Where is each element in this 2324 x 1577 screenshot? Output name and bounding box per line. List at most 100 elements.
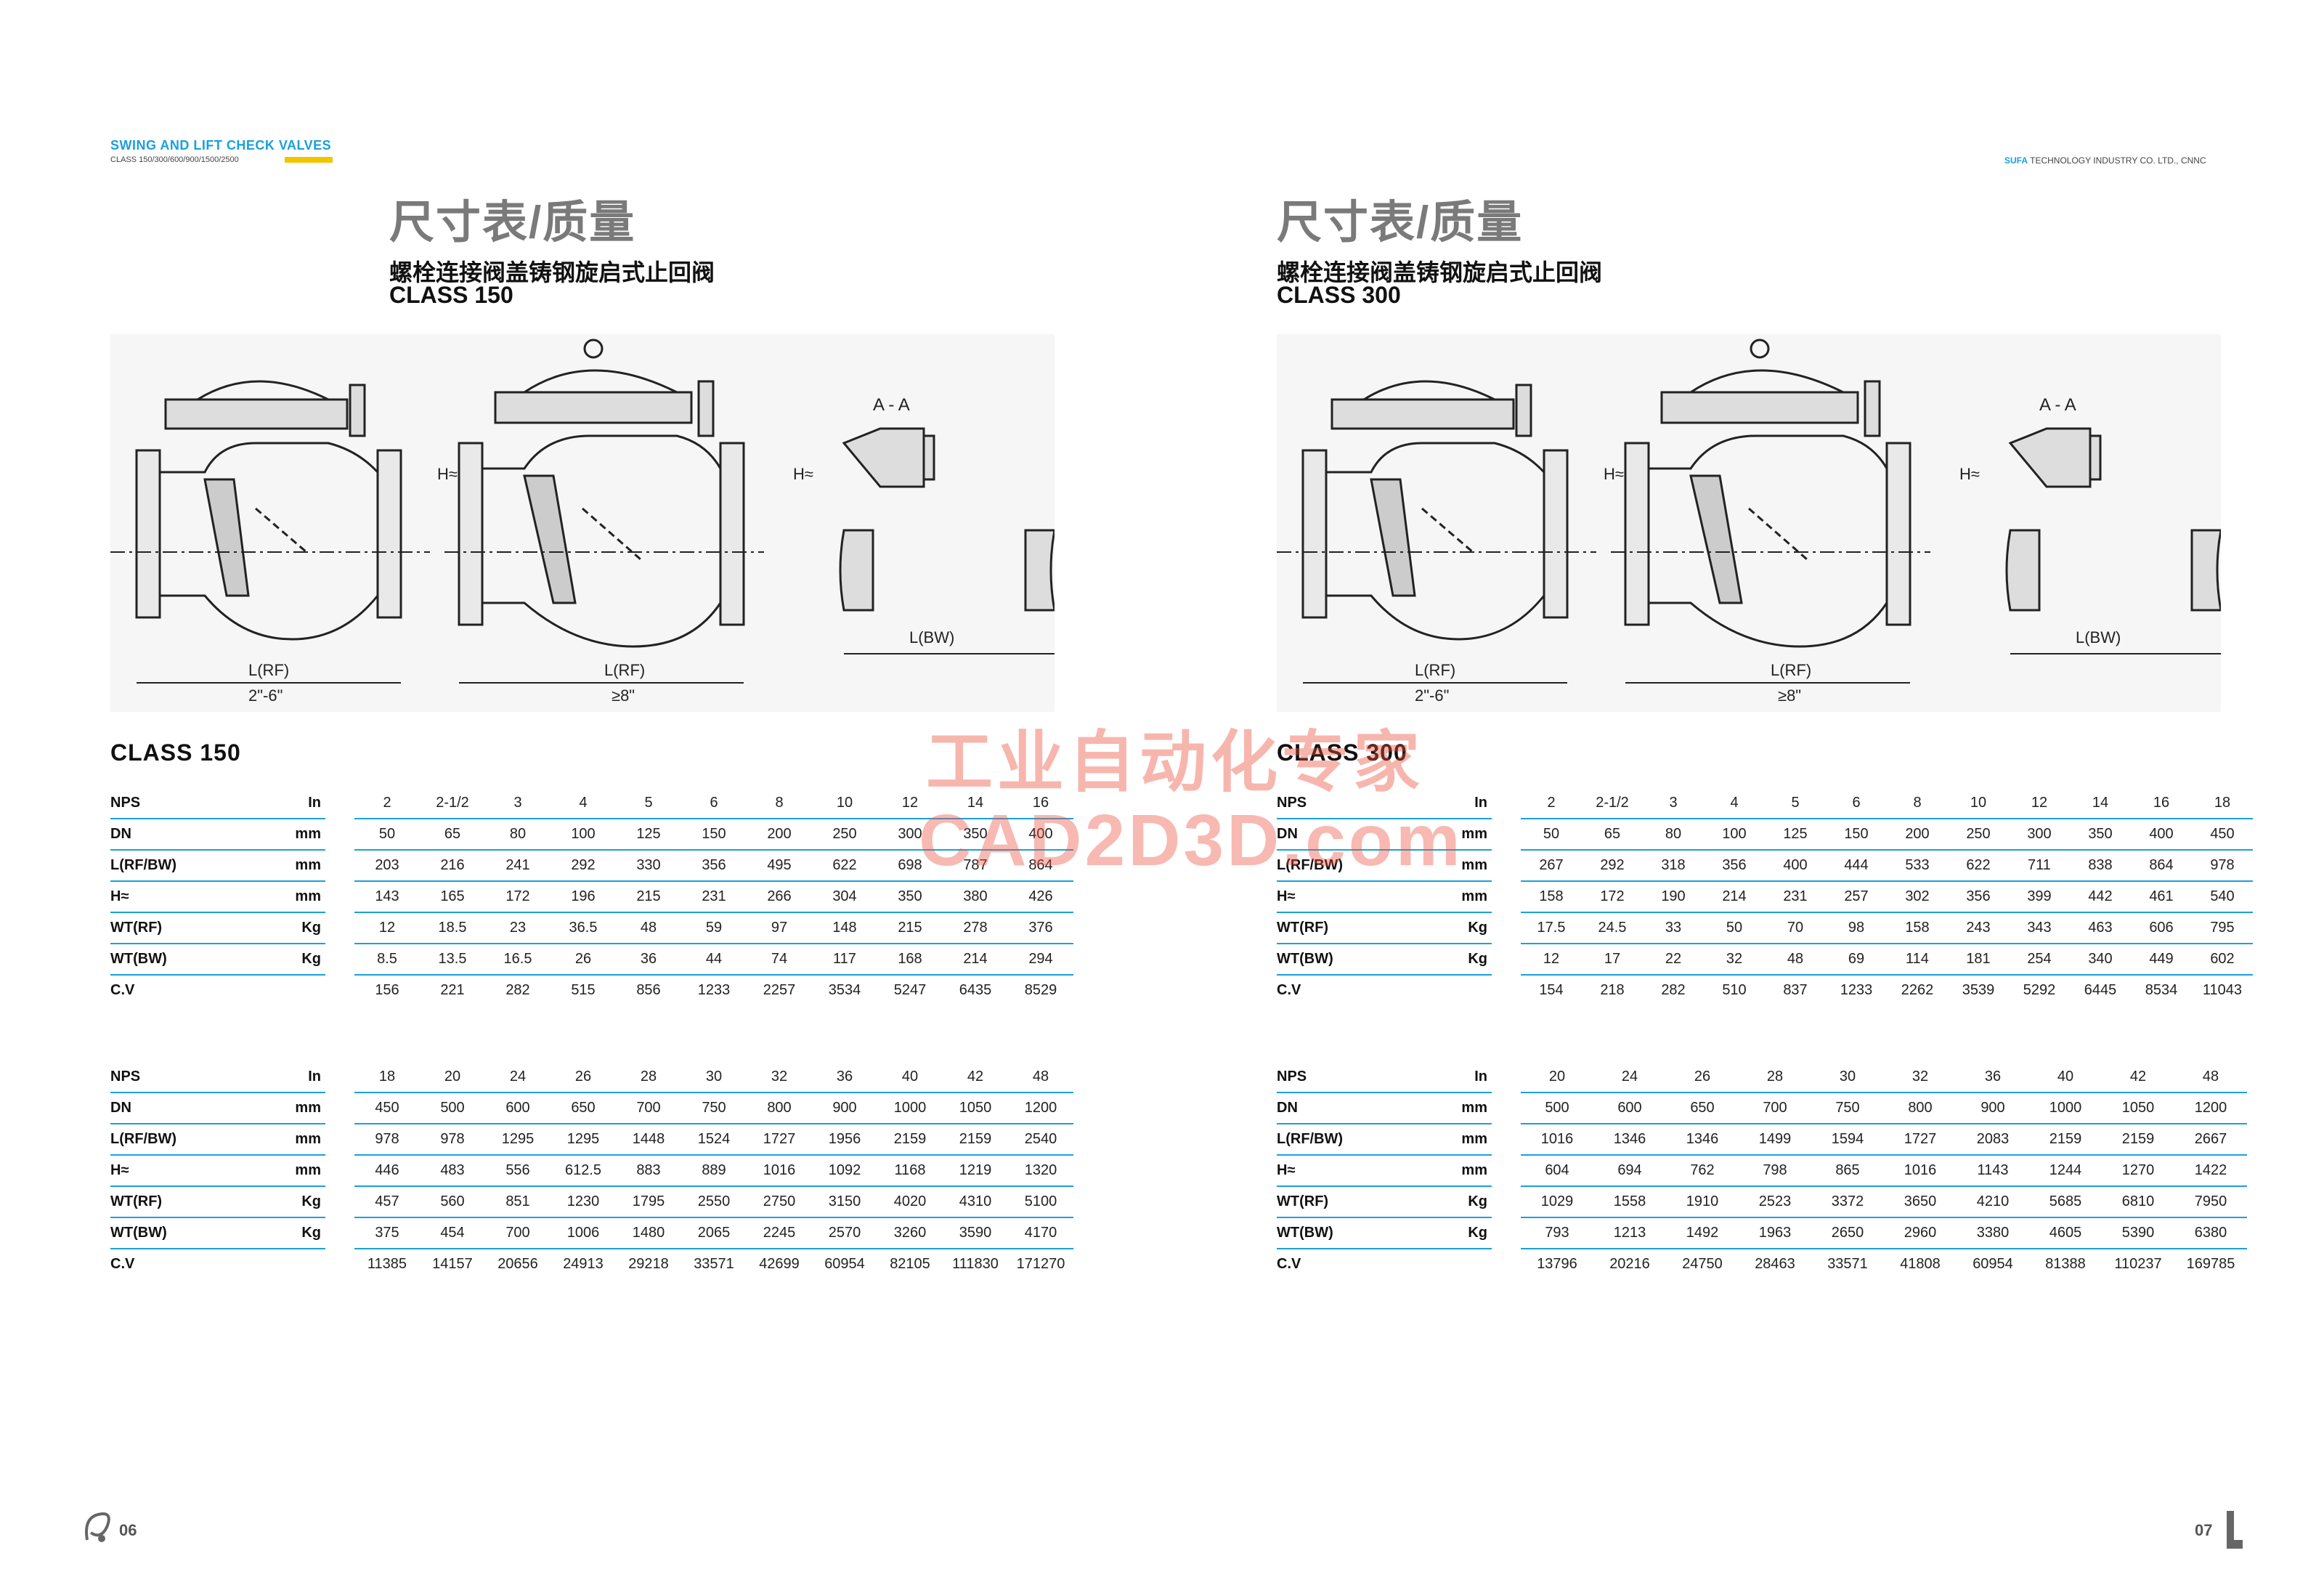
table-cell: 3590	[943, 1217, 1008, 1249]
table-cell: 29218	[628, 1256, 669, 1272]
table-cell: 7950	[2174, 1186, 2247, 1218]
table-cell: 4	[1704, 788, 1765, 819]
row-gap	[1492, 1217, 1521, 1249]
table-cell: 65	[1582, 819, 1643, 851]
row-gap	[1492, 1124, 1521, 1155]
left-drawing-lbw: L(BW)	[909, 628, 954, 646]
table-cell: 26	[1666, 1062, 1739, 1093]
brand-subtitle: CLASS 150/300/600/900/1500/2500	[110, 155, 239, 164]
table-cell: 17.5	[1521, 912, 1582, 944]
table-cell: 24	[485, 1062, 550, 1093]
row-unit: Kg	[1415, 944, 1492, 976]
table-cell: 1213	[1593, 1217, 1666, 1249]
table-cell: 196	[550, 881, 616, 913]
table-cell: 181	[1948, 944, 2009, 976]
table-cell: 1016	[747, 1155, 812, 1187]
table-cell: 114	[1887, 944, 1948, 976]
row-unit: mm	[1415, 850, 1492, 882]
row-gap	[325, 912, 354, 944]
table-cell: 200	[1887, 819, 1948, 851]
table-cell: 356	[681, 850, 747, 882]
table-cell: 612.5	[550, 1155, 616, 1187]
table-cell: 14	[943, 788, 1008, 819]
table-cell: 442	[2070, 881, 2131, 913]
table-cell: 533	[1887, 850, 1948, 882]
table-cell: 6435	[959, 982, 992, 998]
table-cell: 6	[681, 788, 747, 819]
table-cell: 13.5	[420, 944, 485, 976]
table-cell: 28	[616, 1062, 681, 1093]
table-cell: 6	[1826, 788, 1887, 819]
table-cell: 292	[1582, 850, 1643, 882]
table-cell: 2065	[681, 1217, 747, 1249]
table-cell: 856	[636, 982, 661, 998]
row-unit: mm	[248, 1092, 325, 1124]
row-label: C.V	[1277, 982, 1301, 998]
table-cell: 4310	[943, 1186, 1008, 1218]
table-cell: 74	[747, 944, 812, 976]
table-cell: 851	[485, 1186, 550, 1218]
table-cell: 3380	[1957, 1217, 2029, 1249]
table-cell: 20	[1521, 1062, 1593, 1093]
row-gap	[1492, 1186, 1521, 1217]
row-unit: Kg	[248, 1186, 325, 1218]
table-cell: 483	[420, 1155, 485, 1187]
table-cell: 1016	[1521, 1124, 1593, 1156]
table-cell: 400	[1765, 850, 1826, 882]
row-gap	[1492, 1249, 1521, 1279]
table-cell: 1092	[812, 1155, 877, 1187]
table-cell: 8534	[2145, 982, 2178, 998]
row-unit: mm	[248, 1155, 325, 1187]
table-cell: 837	[1783, 982, 1808, 998]
table-cell: 1499	[1739, 1124, 1811, 1156]
table-cell: 171270	[1016, 1256, 1065, 1272]
row-unit: mm	[1415, 881, 1492, 913]
table-cell: 787	[943, 850, 1008, 882]
table-cell: 604	[1521, 1155, 1593, 1187]
row-label: L(RF/BW)	[1277, 1124, 1415, 1156]
table-cell: 700	[616, 1092, 681, 1124]
row-label: WT(BW)	[1277, 944, 1415, 976]
table-cell: 1448	[616, 1124, 681, 1156]
table-cell: 6810	[2102, 1186, 2174, 1218]
row-label: WT(BW)	[110, 1217, 248, 1249]
row-gap	[1492, 788, 1521, 819]
table-cell: 2257	[763, 982, 796, 998]
table-cell: 125	[1765, 819, 1826, 851]
table-cell: 50	[1704, 912, 1765, 944]
table-cell: 42699	[759, 1256, 800, 1272]
row-label: NPS	[1277, 1062, 1415, 1093]
table-cell: 250	[812, 819, 877, 851]
row-label: H≈	[1277, 1155, 1415, 1187]
table-cell: 889	[681, 1155, 747, 1187]
table-cell: 426	[1008, 881, 1073, 913]
table-cell: 376	[1008, 912, 1073, 944]
table-cell: 8	[1887, 788, 1948, 819]
table-cell: 864	[1008, 850, 1073, 882]
table-cell: 150	[681, 819, 747, 851]
table-cell: 282	[505, 982, 530, 998]
table-cell: 1910	[1666, 1186, 1739, 1218]
company-name: SUFA TECHNOLOGY INDUSTRY CO. LTD., CNNC	[2004, 155, 2206, 166]
table-cell: 32	[1884, 1062, 1957, 1093]
row-gap	[325, 1186, 354, 1217]
table-cell: 172	[485, 881, 550, 913]
table-cell: 257	[1826, 881, 1887, 913]
table-cell: 168	[877, 944, 943, 976]
table-cell: 900	[812, 1092, 877, 1124]
table-cell: 1963	[1739, 1217, 1811, 1249]
table-cell: 125	[616, 819, 681, 851]
table-cell: 3260	[877, 1217, 943, 1249]
row-label: DN	[1277, 819, 1415, 851]
table-cell: 254	[2009, 944, 2070, 976]
table-cell: 243	[1948, 912, 2009, 944]
row-label: C.V	[110, 982, 135, 998]
row-label: L(RF/BW)	[110, 1124, 248, 1156]
